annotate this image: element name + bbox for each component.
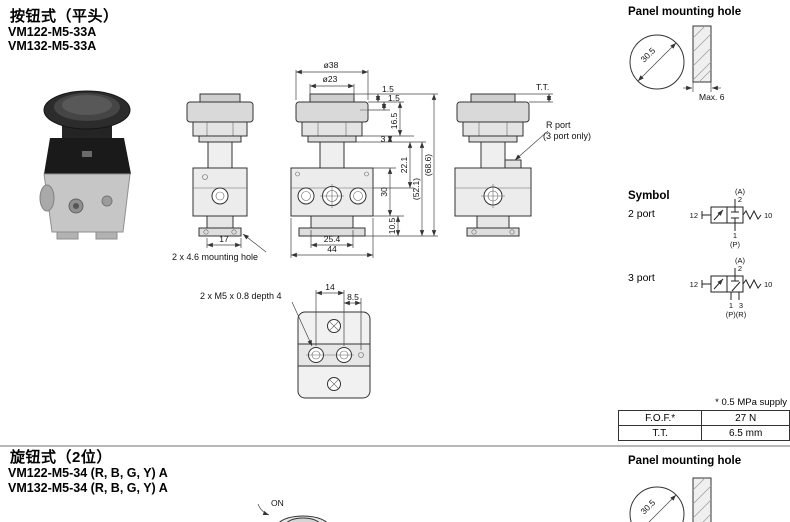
dim-front-body-width: 44 xyxy=(327,244,337,254)
spec-value-tt: 6.5 mm xyxy=(701,425,790,441)
drawing-side-view: 17 2 x 4.6 mounting hole xyxy=(172,93,267,262)
dim-front-cap-height: 16.5 xyxy=(389,112,399,129)
dim-front-panel-to-bottom: (52.1) xyxy=(411,178,421,200)
symbol-2port-port-12-label: 12 xyxy=(690,211,698,220)
pneumatic-symbol-2-port: (A) 2 12 10 1 (P) xyxy=(690,187,773,249)
note-m5-thread: 2 x M5 x 0.8 depth 4 xyxy=(200,291,282,301)
note-mounting-hole: 2 x 4.6 mounting hole xyxy=(172,252,258,262)
symbol-2port-port-p-label: (P) xyxy=(730,240,741,249)
dim-front-step-a: 1.5 xyxy=(382,84,394,94)
dim-bottom-port-pitch: 14 xyxy=(325,282,335,292)
knob-drawing-preview: ON xyxy=(257,498,327,522)
symbol-section-title: Symbol xyxy=(628,190,670,202)
symbol-3port-port-2-label: 2 xyxy=(738,264,742,273)
dim-panel-max-thickness: Max. 6 xyxy=(699,92,725,102)
section-push-title: 按钮式（平头） xyxy=(10,8,119,25)
note-r-port-line1: R port xyxy=(546,120,571,130)
knob-on-label: ON xyxy=(271,498,284,508)
spec-value-fof: 27 N xyxy=(701,410,790,426)
dim-front-foot-width: 25.4 xyxy=(324,234,341,244)
dim-front-base-height: 10.5 xyxy=(387,217,397,234)
supply-note: * 0.5 MPa supply xyxy=(715,397,787,408)
dim-right-travel: T.T. xyxy=(536,82,549,92)
panel-hole-bottom-title: Panel mounting hole xyxy=(628,455,742,467)
model-vm132-m5-34: VM132-M5-34 (R, B, G, Y) A xyxy=(8,481,168,495)
product-photo-illustration xyxy=(39,90,131,240)
panel-hole-top-title: Panel mounting hole xyxy=(628,6,742,18)
symbol-2port-port-1-label: 1 xyxy=(733,231,737,240)
model-vm122-m5-33a: VM122-M5-33A xyxy=(8,25,97,39)
symbol-2port-port-a-label: (A) xyxy=(735,187,746,196)
symbol-2port-port-2-label: 2 xyxy=(738,195,742,204)
symbol-3port-port-10-label: 10 xyxy=(764,280,772,289)
model-vm132-m5-33a: VM132-M5-33A xyxy=(8,39,97,53)
drawing-front-view: ø38 ø23 1.5 1.5 16.5 3 22.1 xyxy=(290,60,438,258)
panel-mounting-hole-top-drawing: 30.5 Max. 6 xyxy=(629,25,725,102)
dim-front-dia-inner: ø23 xyxy=(323,74,338,84)
spec-label-tt: T.T. xyxy=(617,425,703,441)
symbol-3port-port-pr-label: (P)(R) xyxy=(726,310,747,319)
symbol-3port-port-12-label: 12 xyxy=(690,280,698,289)
symbol-2port-label: 2 port xyxy=(628,208,655,220)
dim-front-body-height: 30 xyxy=(379,187,389,197)
spec-row-tt: T.T. 6.5 mm xyxy=(617,425,790,441)
note-r-port-line2: (3 port only) xyxy=(543,131,591,141)
drawing-right-view: T.T. R port (3 port only) xyxy=(454,82,591,237)
spec-label-fof: F.O.F.* xyxy=(617,410,703,426)
dim-front-step-b: 1.5 xyxy=(388,93,400,103)
symbol-3port-port-a-label: (A) xyxy=(735,256,746,265)
symbol-3port-port-3-label: 3 xyxy=(739,301,743,310)
dim-side-foot-depth: 17 xyxy=(219,234,229,244)
dim-front-panel-gap: 3 xyxy=(381,134,386,144)
spec-table: F.O.F.* 27 N T.T. 6.5 mm xyxy=(617,410,790,441)
dim-front-dia-outer: ø38 xyxy=(324,60,339,70)
dim-front-upper-body: 22.1 xyxy=(399,156,409,173)
spec-row-fof: F.O.F.* 27 N xyxy=(617,410,790,426)
symbol-2port-port-10-label: 10 xyxy=(764,211,772,220)
pneumatic-symbol-3-port: (A) 2 12 10 1 3 (P)(R) xyxy=(690,256,773,319)
model-vm122-m5-34: VM122-M5-34 (R, B, G, Y) A xyxy=(8,466,168,480)
dim-bottom-edge-offset: 8.5 xyxy=(347,292,359,302)
section-knob-title: 旋钮式（2位） xyxy=(10,449,112,466)
dim-front-total-height: (68.6) xyxy=(423,154,433,176)
symbol-3port-port-1-label: 1 xyxy=(729,301,733,310)
symbol-3port-label: 3 port xyxy=(628,272,655,284)
panel-mounting-hole-bottom-drawing: 30.5 xyxy=(629,477,712,522)
drawing-bottom-view: 14 8.5 2 x M5 x 0.8 depth 4 xyxy=(200,282,371,399)
